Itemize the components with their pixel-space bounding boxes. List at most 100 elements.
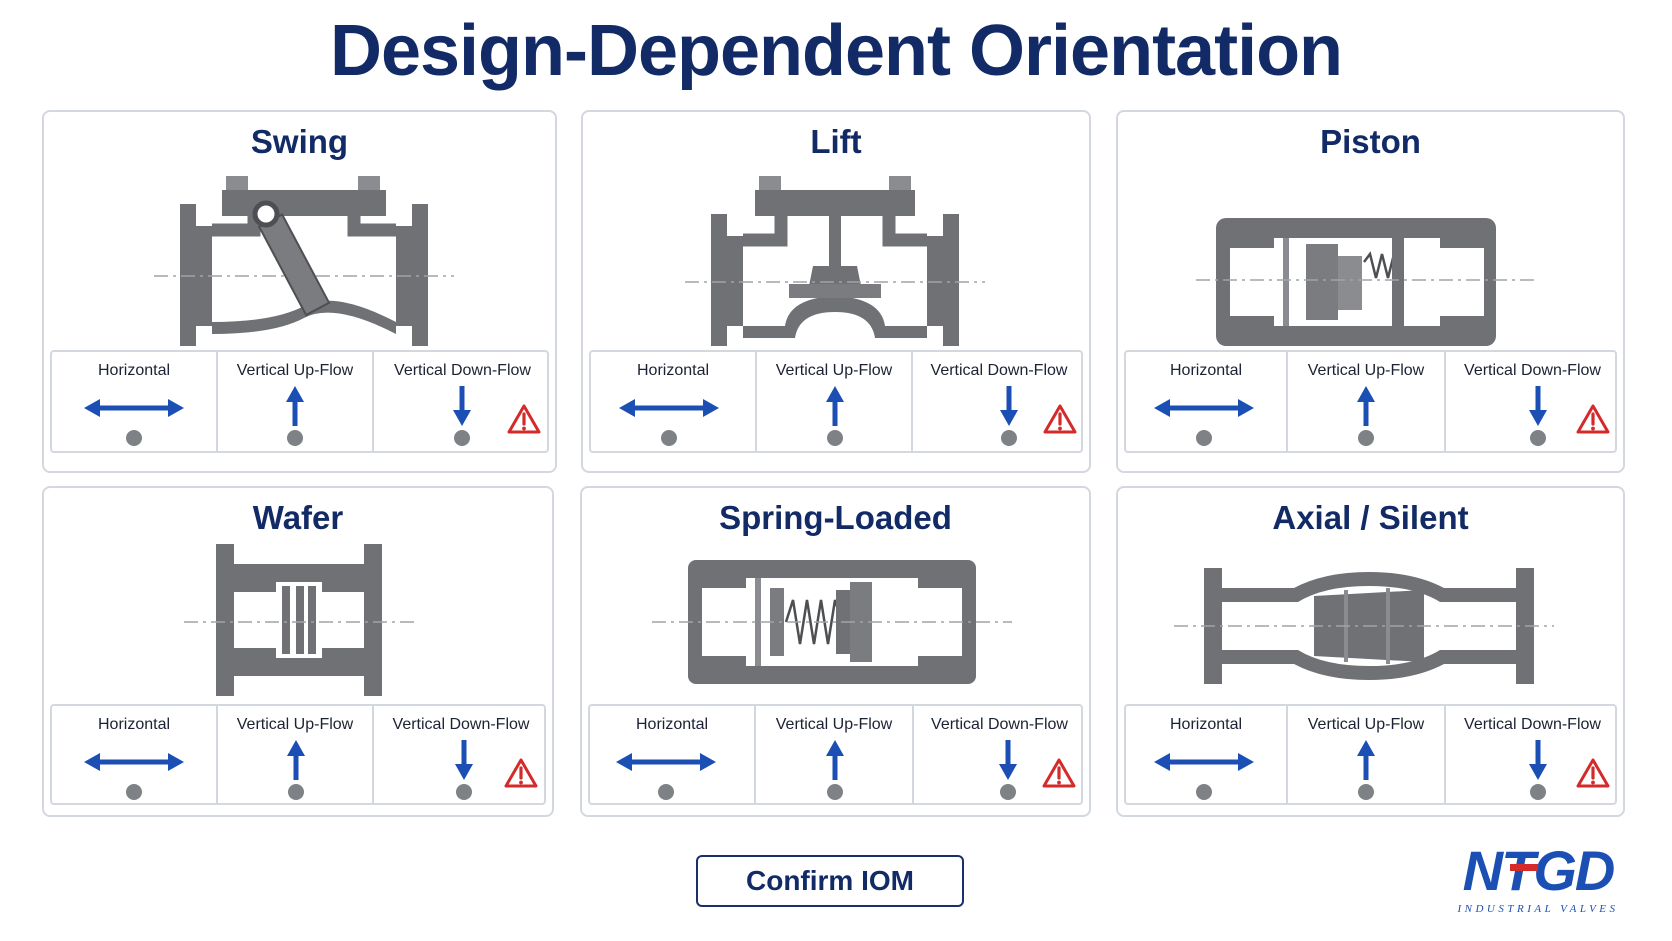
up-arrow-icon — [823, 386, 847, 426]
orientation-panel: Horizontal Vertical Up-Flow Vertical Dow… — [589, 350, 1083, 453]
up-arrow-icon — [284, 740, 308, 780]
status-dot — [1358, 430, 1374, 446]
orientation-label: Horizontal — [97, 362, 171, 379]
up-arrow-icon — [1354, 740, 1378, 780]
down-arrow-icon — [996, 740, 1020, 780]
orientation-label: Horizontal — [635, 716, 709, 733]
status-dot — [454, 430, 470, 446]
orientation-down: Vertical Down-Flow — [372, 706, 548, 803]
status-dot — [1000, 784, 1016, 800]
status-dot — [661, 430, 677, 446]
orientation-up: Vertical Up-Flow — [1286, 706, 1444, 803]
card-lift: Lift Horizontal Vertical Up-Flow Vertica… — [581, 110, 1091, 473]
card-title: Swing — [250, 123, 349, 160]
warning-icon — [507, 404, 541, 434]
status-dot — [456, 784, 472, 800]
card-title: Spring-Loaded — [719, 499, 952, 536]
double-arrow-icon — [1154, 396, 1254, 420]
logo-brand: NTGD — [1463, 840, 1614, 902]
down-arrow-icon — [1526, 740, 1550, 780]
card-piston: Piston Horizontal Vertical Up-Flow Verti… — [1116, 110, 1625, 473]
status-dot — [287, 430, 303, 446]
page-title: Design-Dependent Orientation — [329, 11, 1343, 91]
orientation-up: Vertical Up-Flow — [754, 706, 912, 803]
status-dot — [827, 784, 843, 800]
down-arrow-icon — [450, 386, 474, 426]
status-dot — [1530, 430, 1546, 446]
status-dot — [827, 430, 843, 446]
card-swing: Swing Horizontal Vertical Up-Flow Vertic… — [42, 110, 557, 473]
status-dot — [126, 784, 142, 800]
orientation-horizontal: Horizontal — [1126, 706, 1286, 803]
down-arrow-icon — [452, 740, 476, 780]
up-arrow-icon — [283, 386, 307, 426]
orientation-label: Vertical Up-Flow — [236, 362, 354, 379]
orientation-up: Vertical Up-Flow — [1286, 352, 1444, 451]
double-arrow-icon — [616, 750, 716, 774]
ntgd-logo: NTGD INDUSTRIAL VALVES — [1456, 840, 1618, 915]
orientation-horizontal: Horizontal — [1126, 352, 1286, 451]
double-arrow-icon — [619, 396, 719, 420]
orientation-label: Horizontal — [636, 362, 710, 379]
status-dot — [1001, 430, 1017, 446]
orientation-panel: Horizontal Vertical Up-Flow Vertical Dow… — [588, 704, 1083, 805]
orientation-label: Vertical Down-Flow — [394, 362, 531, 379]
warning-icon — [1576, 758, 1610, 788]
orientation-label: Vertical Down-Flow — [931, 716, 1068, 733]
orientation-label: Vertical Up-Flow — [775, 362, 893, 379]
orientation-horizontal: Horizontal — [52, 352, 216, 451]
confirm-iom-button[interactable]: Confirm IOM — [696, 855, 964, 907]
status-dot — [1196, 430, 1212, 446]
orientation-down: Vertical Down-Flow — [372, 352, 551, 451]
orientation-horizontal: Horizontal — [591, 352, 755, 451]
status-dot — [1358, 784, 1374, 800]
orientation-label: Vertical Up-Flow — [1307, 362, 1425, 379]
wafer-check-valve-icon — [184, 544, 414, 696]
up-arrow-icon — [823, 740, 847, 780]
orientation-panel: Horizontal Vertical Up-Flow Vertical Dow… — [50, 350, 549, 453]
status-dot — [1196, 784, 1212, 800]
card-title: Axial / Silent — [1272, 499, 1469, 536]
orientation-down: Vertical Down-Flow — [1444, 706, 1619, 803]
status-dot — [658, 784, 674, 800]
orientation-up: Vertical Up-Flow — [755, 352, 911, 451]
double-arrow-icon — [84, 750, 184, 774]
orientation-down: Vertical Down-Flow — [1444, 352, 1619, 451]
orientation-label: Horizontal — [1169, 716, 1243, 733]
card-axial: Axial / Silent Horizontal Vertical Up-Fl… — [1116, 486, 1625, 817]
status-dot — [1530, 784, 1546, 800]
double-arrow-icon — [1154, 750, 1254, 774]
card-title: Wafer — [252, 499, 344, 536]
orientation-label: Vertical Up-Flow — [775, 716, 893, 733]
down-arrow-icon — [997, 386, 1021, 426]
swing-check-valve-icon — [154, 176, 454, 346]
card-wafer: Wafer Horizontal Vertical Up-Flow Vertic… — [42, 486, 554, 817]
warning-icon — [1042, 758, 1076, 788]
orientation-down: Vertical Down-Flow — [912, 706, 1085, 803]
orientation-panel: Horizontal Vertical Up-Flow Vertical Dow… — [1124, 704, 1617, 805]
up-arrow-icon — [1354, 386, 1378, 426]
orientation-down: Vertical Down-Flow — [911, 352, 1085, 451]
orientation-panel: Horizontal Vertical Up-Flow Vertical Dow… — [1124, 350, 1617, 453]
logo-tagline: INDUSTRIAL VALVES — [1456, 903, 1618, 915]
orientation-label: Vertical Down-Flow — [1464, 362, 1601, 379]
orientation-label: Vertical Up-Flow — [236, 716, 354, 733]
orientation-horizontal: Horizontal — [590, 706, 754, 803]
orientation-label: Vertical Down-Flow — [392, 716, 530, 733]
lift-check-valve-icon — [685, 176, 985, 346]
warning-icon — [1043, 404, 1077, 434]
down-arrow-icon — [1526, 386, 1550, 426]
axial-check-valve-icon — [1174, 568, 1554, 684]
orientation-label: Vertical Down-Flow — [930, 362, 1068, 379]
orientation-label: Horizontal — [1169, 362, 1243, 379]
orientation-label: Vertical Up-Flow — [1307, 716, 1425, 733]
warning-icon — [1576, 404, 1610, 434]
orientation-up: Vertical Up-Flow — [216, 352, 372, 451]
warning-icon — [504, 758, 538, 788]
card-spring-loaded: Spring-Loaded Horizontal Vertical Up-Flo… — [580, 486, 1091, 817]
orientation-label: Vertical Down-Flow — [1464, 716, 1601, 733]
status-dot — [126, 430, 142, 446]
status-dot — [288, 784, 304, 800]
card-title: Lift — [810, 123, 862, 160]
orientation-panel: Horizontal Vertical Up-Flow Vertical Dow… — [50, 704, 546, 805]
